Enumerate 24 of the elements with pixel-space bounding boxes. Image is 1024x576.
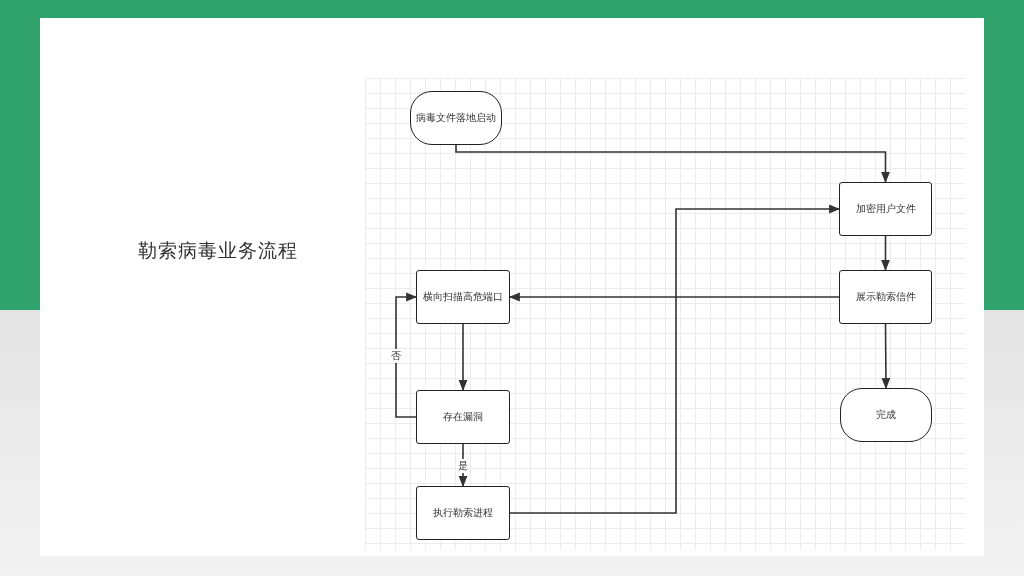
arrow [455, 144, 890, 184]
node-label: 存在漏洞 [443, 410, 483, 424]
process-box [839, 182, 932, 236]
arrow [509, 204, 841, 514]
node-label: 病毒文件落地启动 [416, 111, 496, 125]
process-box [839, 270, 932, 324]
arrow [881, 235, 890, 272]
process-box [416, 486, 510, 540]
edge-label: 是 [458, 459, 468, 473]
node-label: 展示勒索信件 [855, 290, 916, 304]
terminal-box [410, 91, 502, 145]
process-box [416, 390, 510, 444]
terminal-box [840, 388, 932, 442]
arrow [508, 292, 840, 302]
arrow [395, 292, 418, 418]
node-label: 加密用户文件 [855, 202, 916, 216]
arrow [458, 323, 468, 392]
node-label: 执行勒索进程 [433, 506, 493, 520]
node-label: 横向扫描高危端口 [423, 290, 503, 304]
node-label: 完成 [876, 408, 896, 422]
edge-label: 否 [391, 349, 401, 363]
arrow [881, 323, 891, 390]
process-box [416, 270, 510, 324]
slide-title: 勒索病毒业务流程 [138, 238, 298, 263]
